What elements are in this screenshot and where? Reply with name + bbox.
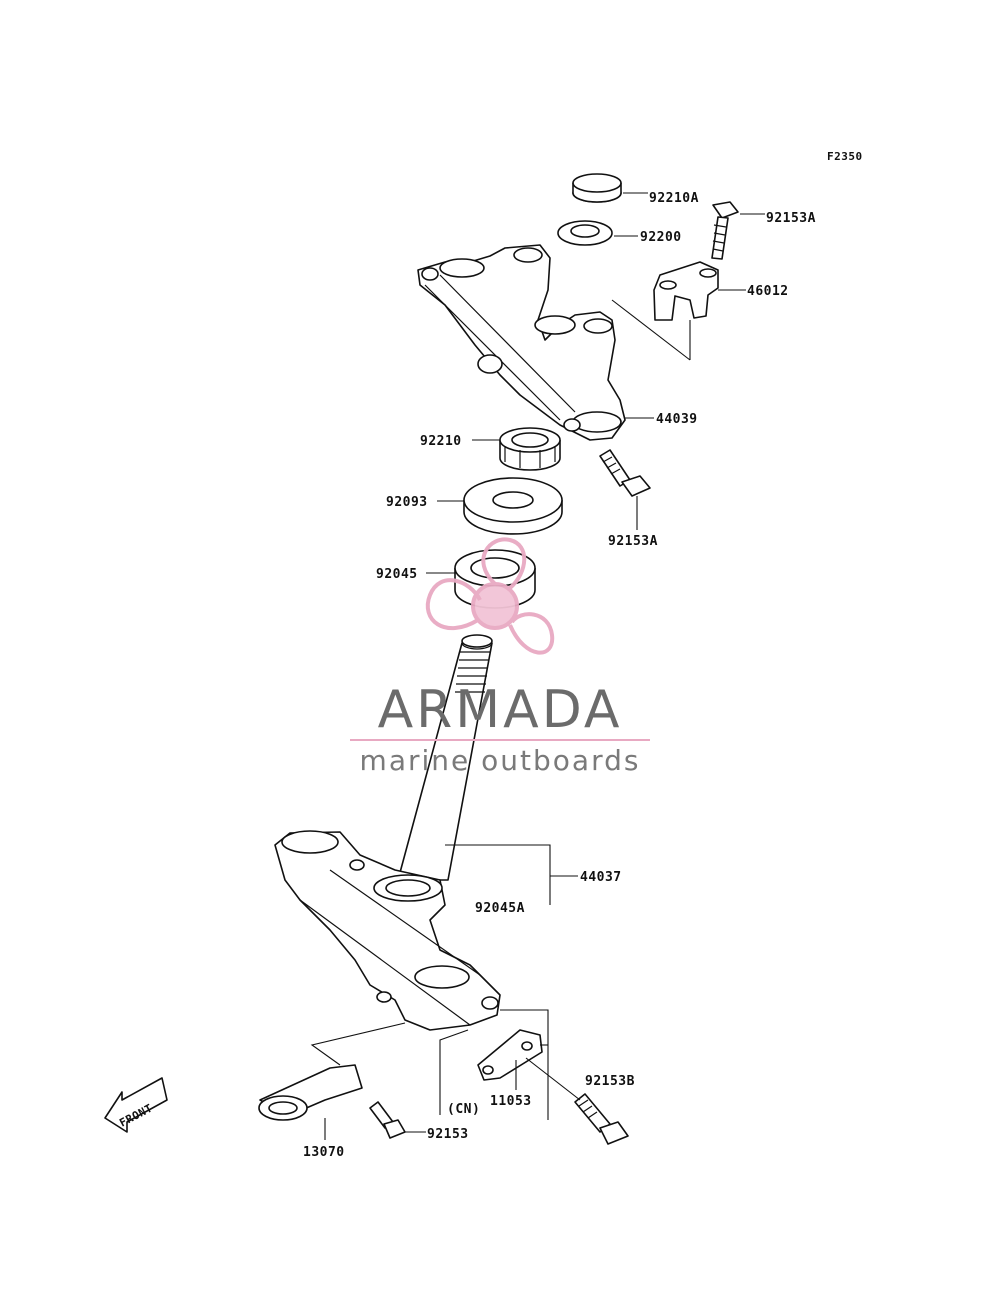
washer [557, 220, 613, 246]
adjusting-nut [499, 427, 561, 471]
label-92045A: 92045A [475, 901, 525, 916]
label-92210: 92210 [420, 434, 462, 449]
watermark-tagline: marine outboards [360, 744, 641, 777]
bracket-plate [477, 1029, 543, 1081]
label-92153A-mid: 92153A [608, 534, 658, 549]
label-cn: (CN) [447, 1102, 480, 1117]
armada-logo [425, 537, 555, 655]
label-92153: 92153 [427, 1127, 469, 1142]
watermark-brand: ARMADA [378, 680, 623, 740]
label-92045: 92045 [376, 567, 418, 582]
bolt-lower-right [574, 1093, 629, 1145]
upper-bracket [417, 244, 626, 441]
label-92153A-top: 92153A [766, 211, 816, 226]
label-92200: 92200 [640, 230, 682, 245]
front-arrow: FRONT [104, 1077, 168, 1133]
leader-lines [310, 192, 765, 1140]
bolt-middle [599, 449, 651, 497]
handlebar-holder [653, 261, 719, 321]
label-11053: 11053 [490, 1094, 532, 1109]
bolt-top-right [711, 201, 739, 260]
bolt-lower-left [369, 1101, 406, 1139]
label-92153B: 92153B [585, 1074, 635, 1089]
label-44037: 44037 [580, 870, 622, 885]
dust-seal [463, 477, 563, 535]
label-46012: 46012 [747, 284, 789, 299]
figure-code: F2350 [827, 150, 863, 163]
label-44039: 44039 [656, 412, 698, 427]
label-92093: 92093 [386, 495, 428, 510]
lower-bracket [274, 830, 501, 1031]
cable-clamp [258, 1064, 363, 1121]
label-13070: 13070 [303, 1145, 345, 1160]
label-92210A: 92210A [649, 191, 699, 206]
stem-nut-cap [572, 173, 622, 203]
steering-stem [397, 634, 493, 881]
